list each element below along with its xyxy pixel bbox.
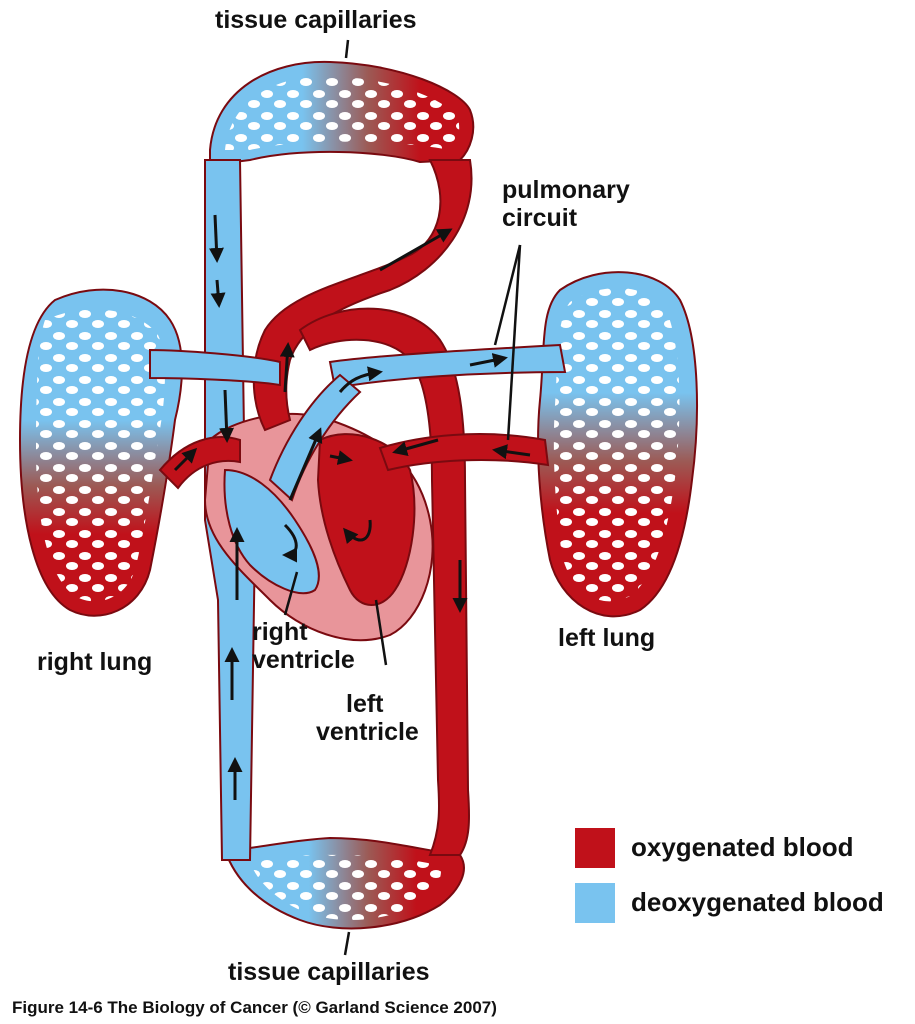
pulmonary-circuit-label-line1: pulmonary <box>502 176 630 204</box>
right-lung-label: right lung <box>37 648 153 676</box>
right-lung-shape <box>18 288 183 617</box>
tissue-capillaries-bottom-label: tissue capillaries <box>228 958 430 986</box>
left-ventricle-label-line2: ventricle <box>316 718 419 746</box>
bottom-capillary-bed <box>223 836 465 930</box>
left-lung-label: left lung <box>558 624 656 652</box>
left-lung-shape <box>537 271 698 618</box>
heart <box>203 412 434 642</box>
top-capillary-bed <box>209 60 475 167</box>
tissue-capillaries-top-label: tissue capillaries <box>215 6 417 34</box>
pointer-lines <box>283 39 522 956</box>
left-ventricle-label-line1: left <box>346 690 384 718</box>
flow-arrows <box>173 214 531 800</box>
legend-label-deoxygenated: deoxygenated blood <box>631 887 884 917</box>
right-ventricle-label-line1: right <box>252 618 308 646</box>
pulmonary-circuit-label-line2: circuit <box>502 204 578 232</box>
legend-swatch-deoxygenated <box>575 883 615 923</box>
legend-swatch-oxygenated <box>575 828 615 868</box>
legend-label-oxygenated: oxygenated blood <box>631 832 854 862</box>
figure-caption: Figure 14-6 The Biology of Cancer (© Gar… <box>12 998 497 1017</box>
right-ventricle-label-line2: ventricle <box>252 646 355 674</box>
